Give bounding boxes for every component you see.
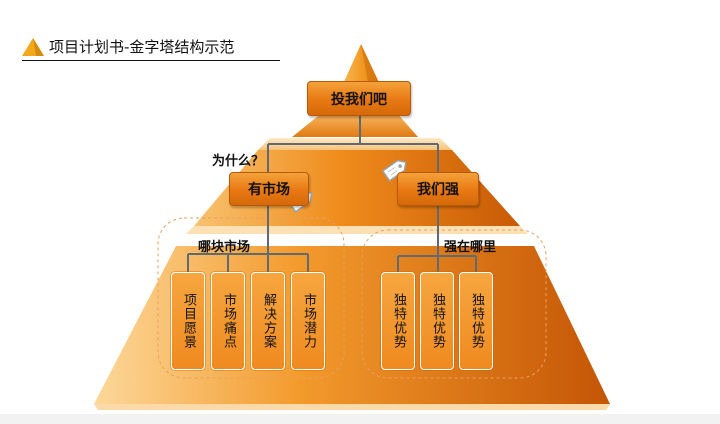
left-item[interactable]: 市场痛点	[211, 272, 245, 370]
right-item-label: 独特优势	[391, 293, 406, 349]
left-item-label: 市场潜力	[301, 293, 316, 349]
title-underline	[22, 60, 280, 61]
right-item[interactable]: 独特优势	[420, 272, 454, 370]
left-item[interactable]: 市场潜力	[291, 272, 325, 370]
right-item-label: 独特优势	[469, 293, 484, 349]
right-item-label: 独特优势	[430, 293, 445, 349]
left-group-label: 哪块市场	[198, 240, 251, 255]
left-group-outline	[157, 217, 345, 379]
top-box-label: 投我们吧	[331, 91, 387, 108]
connector-lines	[187, 116, 477, 272]
left-item-label: 项目愿景	[181, 293, 196, 349]
left-item-label: 解决方案	[261, 293, 276, 349]
right-group-outline	[361, 229, 547, 379]
left-item[interactable]: 项目愿景	[171, 272, 205, 370]
left-box-label: 有市场	[248, 182, 290, 198]
right-item[interactable]: 独特优势	[459, 272, 493, 370]
left-item[interactable]: 解决方案	[251, 272, 285, 370]
right-item[interactable]: 独特优势	[381, 272, 415, 370]
triangle-icon	[22, 38, 44, 56]
right-box[interactable]: 我们强	[397, 172, 479, 206]
top-box[interactable]: 投我们吧	[307, 81, 411, 116]
right-box-label: 我们强	[417, 182, 459, 198]
right-group-label: 强在哪里	[444, 240, 497, 255]
slide-bottom-bar	[0, 414, 720, 424]
slide-title: 项目计划书-金字塔结构示范	[49, 38, 235, 56]
left-item-label: 市场痛点	[221, 293, 236, 349]
why-label: 为什么？	[212, 154, 265, 169]
left-box[interactable]: 有市场	[229, 172, 309, 206]
tag-icon	[381, 159, 407, 182]
